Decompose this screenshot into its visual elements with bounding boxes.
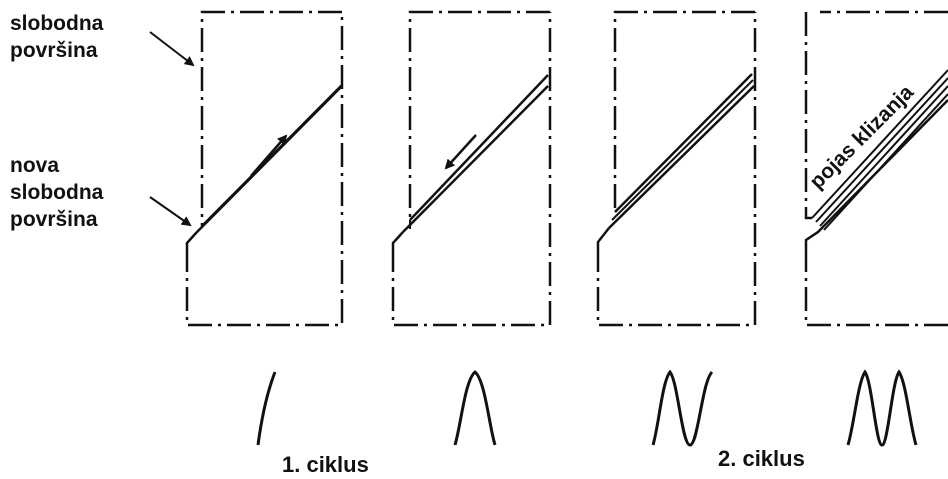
free-surface-arrow — [149, 31, 195, 67]
panel-4 — [804, 10, 948, 327]
cycle-2-label: 2. ciklus — [718, 446, 805, 471]
waveform-one-and-half-cycle — [846, 369, 918, 447]
panel-3-lower-boundary — [596, 12, 757, 327]
panel-3-lower-block-edge — [596, 227, 610, 248]
free-surface-label-line1: slobodna — [10, 12, 104, 35]
panel-1-lower-block-edge — [185, 85, 343, 248]
panel-4-left-upper-boundary — [804, 12, 812, 220]
panel-4-lower-boundary — [804, 248, 948, 327]
panel-2-upper-boundary — [408, 10, 550, 220]
panel-2-slip-plane-a — [409, 74, 549, 221]
panel-4-lower-block-edge — [804, 99, 948, 248]
panel-1 — [185, 10, 344, 327]
panel-1-upper-boundary — [200, 10, 342, 226]
new-free-surface-label-line2: slobodna — [10, 181, 104, 204]
panel-1-lower-boundary — [185, 12, 344, 327]
panel-1-slip-arrow-up-icon — [250, 134, 288, 177]
panel-2-slip-plane-b — [402, 85, 549, 233]
free-surface-label: slobodna površina — [10, 10, 103, 64]
panel-3-slip-plane-a — [614, 73, 753, 213]
cycle-1-label: 1. ciklus — [282, 452, 369, 477]
panel-3 — [596, 10, 757, 327]
panel-4-slip-plane-c — [819, 85, 948, 227]
new-free-surface-label-line1: nova — [10, 154, 60, 177]
new-free-surface-label-line3: površina — [10, 208, 98, 231]
free-surface-label-line2: površina — [10, 39, 98, 62]
panel-2-lower-boundary — [391, 12, 552, 327]
panel-2-slip-arrow-down-icon — [444, 134, 477, 170]
waveform-one-cycle — [651, 369, 714, 447]
panel-2-lower-block-edge — [391, 231, 404, 248]
panel-2 — [391, 10, 552, 327]
waveform-half-cycle — [453, 370, 497, 446]
panel-4-slip-plane-b — [815, 77, 948, 223]
panel-3-upper-boundary — [613, 10, 755, 212]
new-free-surface-label: nova slobodna površina — [10, 152, 103, 233]
waveform-quarter-cycle — [256, 371, 277, 446]
panel-3-slip-plane-b — [611, 79, 754, 221]
panel-3-slip-plane-c — [608, 85, 755, 229]
panel-4-slip-plane-a — [811, 69, 948, 219]
new-free-surface-arrow — [149, 196, 192, 227]
